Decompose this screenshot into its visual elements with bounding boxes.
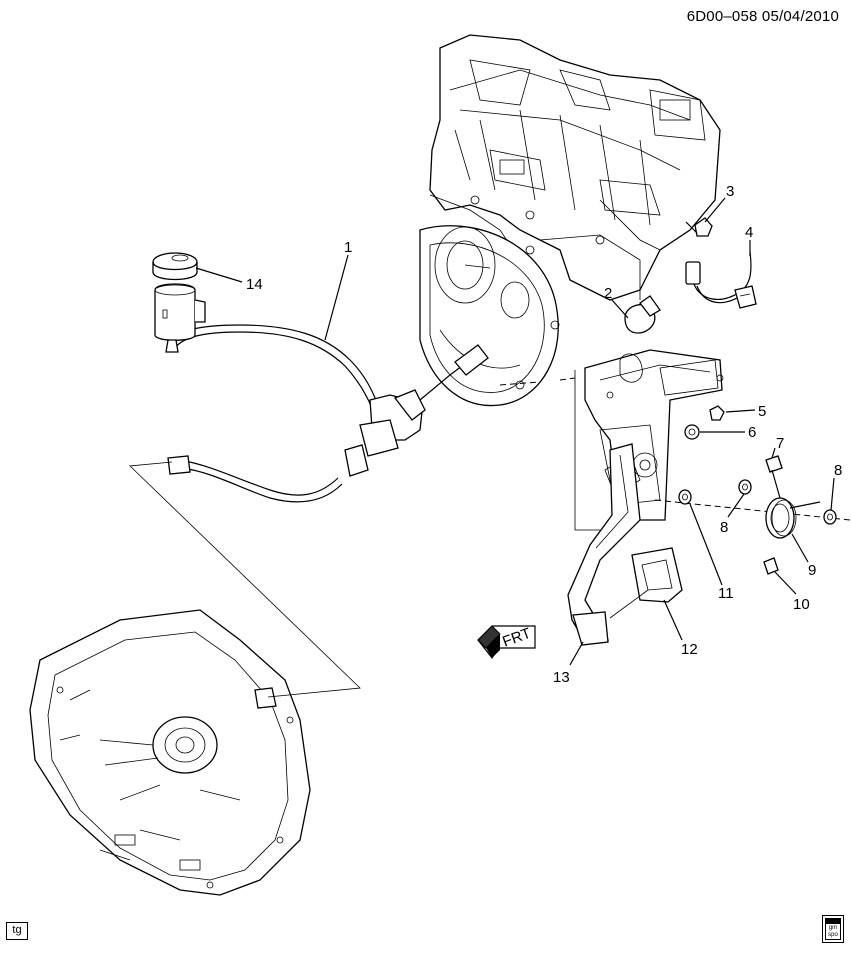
gm-logo-text-bottom: spo [828,932,838,938]
clutch-pedal [567,443,641,646]
front-arrow-icon: FRT [477,625,536,660]
pedal-pad [609,547,683,619]
master-cylinder-line [167,324,489,503]
callout-7: 7 [776,435,784,452]
diagram-date: 05/04/2010 [761,8,839,25]
bolt-3 [685,217,713,237]
reservoir-14 [152,252,206,353]
callout-14: 14 [246,276,263,293]
callout-8-a: 8 [720,519,728,536]
callout-11: 11 [718,585,734,602]
callout-13: 13 [553,669,570,686]
bushing-8-left [738,479,752,495]
diagram-reference-code: 6D00–058 05/04/2010 [687,8,839,25]
callout-8-b: 8 [834,462,842,479]
gm-logo-stripe [826,919,840,924]
callout-9: 9 [808,562,816,579]
callouts: 1 2 3 4 5 6 7 8 8 9 10 11 12 13 14 [246,183,842,686]
harness-4 [685,251,757,309]
bushing-8-right [823,509,837,525]
nut-5 [709,405,725,421]
spring-9 [765,469,821,539]
routing-wedge [129,461,361,698]
gm-spo-logo: gm spo [822,915,844,943]
dash-panel-structure [429,34,721,301]
callout-3: 3 [726,183,734,200]
callout-4: 4 [745,224,753,241]
pedal-bracket [584,349,724,521]
bushing-11 [678,489,692,505]
callout-10: 10 [793,596,810,613]
switch-2 [624,295,661,334]
pivot-axis-line [499,377,576,386]
bushing-6 [684,424,700,440]
callout-12: 12 [681,641,698,658]
diagram-code: 6D00–058 [686,8,758,25]
callout-6: 6 [748,424,756,441]
gm-logo-text-top: gm [828,925,838,931]
callout-5: 5 [758,403,766,420]
callout-1: 1 [344,239,352,256]
flywheel-plate [419,225,560,407]
gm-logo-frame [825,918,841,940]
clip-7 [765,455,783,473]
transmission-housing [29,609,311,896]
leader-lines [195,197,835,666]
tg-badge: tg [6,922,28,940]
clip-10 [763,557,779,575]
callout-2: 2 [604,285,612,302]
